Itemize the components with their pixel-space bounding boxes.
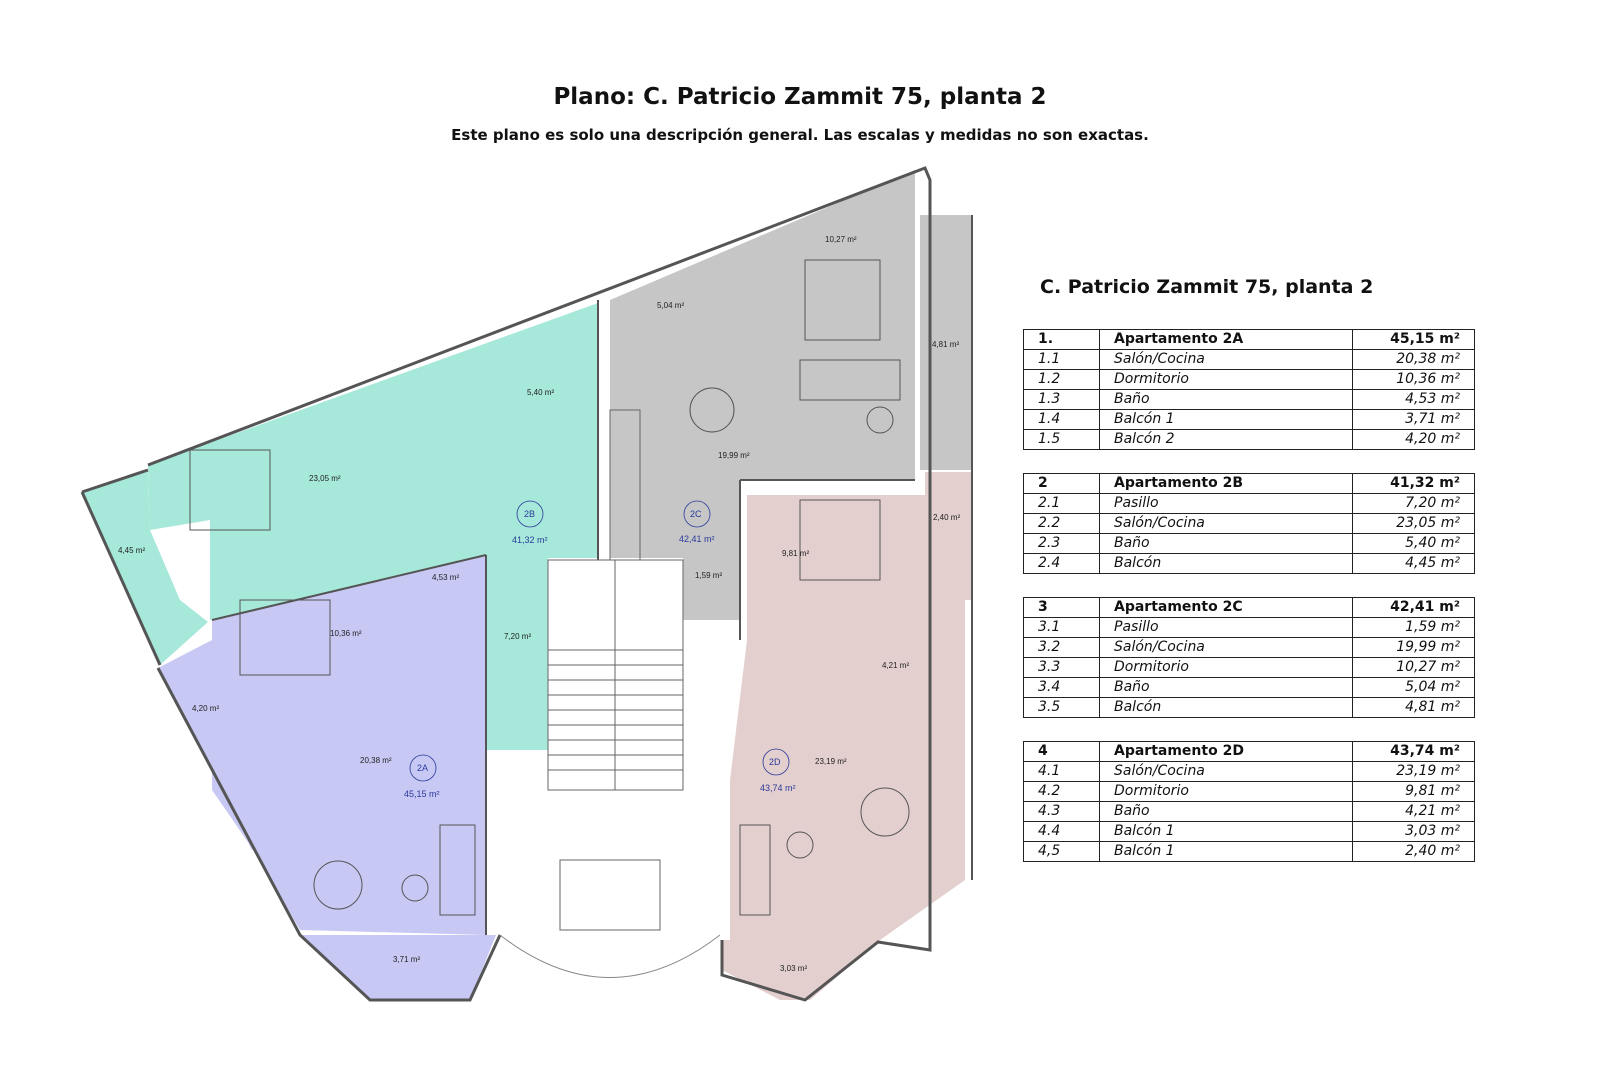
floor-plan: 10,27 m² 5,04 m² 4,81 m² 5,40 m² 19,99 m… [80,166,973,1002]
area-label-2d-bedroom: 9,81 m² [782,549,809,558]
sofa-2c [799,359,901,401]
table-row: 4.4 Balcón 1 3,03 m² [1023,821,1475,842]
apt-2c-area [610,170,915,620]
table-2d [860,787,910,837]
table-apartment-2a: 1. Apartamento 2A 45,15 m² 1.1 Salón/Coc… [1023,329,1475,450]
plan-title: Plano: C. Patricio Zammit 75, planta 2 [553,84,1047,110]
area-label-2b-hall: 7,20 m² [504,632,531,641]
apt-2a-balcony-1 [302,935,496,1000]
table-row: 2 Apartamento 2B 41,32 m² [1023,473,1475,494]
apt-2b-balcony [82,470,208,665]
walls [80,166,973,1002]
table-row: 1.3 Baño 4,53 m² [1023,389,1475,410]
apt-2b-area [148,303,598,750]
table-row: 1.1 Salón/Cocina 20,38 m² [1023,349,1475,370]
plan-subtitle: Este plano es solo una descripción gener… [451,126,1149,144]
bed-2a [239,599,331,676]
area-label-2b-living: 23,05 m² [309,474,341,483]
apt-total-2d: 43,74 m² [760,783,796,793]
apt-code-2a: 2A [417,763,428,773]
table-row: 1.5 Balcón 2 4,20 m² [1023,429,1475,450]
table-row: 4.1 Salón/Cocina 23,19 m² [1023,761,1475,782]
apt-total-2b: 41,32 m² [512,535,548,545]
table-row: 4.3 Baño 4,21 m² [1023,801,1475,822]
table-2c [689,387,735,433]
table-row: 4 Apartamento 2D 43,74 m² [1023,741,1475,762]
table-row: 1.4 Balcón 1 3,71 m² [1023,409,1475,430]
apt-2d-area [730,495,965,940]
apt-2a-balcony-2 [158,640,288,850]
table-row: 4,5 Balcón 1 2,40 m² [1023,841,1475,862]
area-label-2a-bath: 4,53 m² [432,573,459,582]
area-label-2d-balcony-2: 2,40 m² [933,513,960,522]
table-row: 3.4 Baño 5,04 m² [1023,677,1475,698]
area-label-2a-living: 20,38 m² [360,756,392,765]
area-label-2a-bedroom: 10,36 m² [330,629,362,638]
table-apartment-2b: 2 Apartamento 2B 41,32 m² 2.1 Pasillo 7,… [1023,473,1475,574]
table-2a [313,860,363,910]
table-row: 3.3 Dormitorio 10,27 m² [1023,657,1475,678]
staircase [499,409,721,978]
area-label-2b-balcony: 4,45 m² [118,546,145,555]
apt-2d-balcony-1 [722,940,880,1000]
bed-2b [189,449,271,531]
apt-total-2a: 45,15 m² [404,789,440,799]
area-label-2b-bath: 5,40 m² [527,388,554,397]
table-title: C. Patricio Zammit 75, planta 2 [1040,276,1374,298]
apt-2c-balcony [920,215,972,470]
apt-2d-balcony-2 [925,472,972,600]
area-labels: 10,27 m² 5,04 m² 4,81 m² 5,40 m² 19,99 m… [118,235,960,973]
table-row: 3.5 Balcón 4,81 m² [1023,697,1475,718]
apt-code-2d: 2D [769,757,781,767]
area-label-2c-hall: 1,59 m² [695,571,722,580]
sofa-2d [739,824,771,916]
table-row: 2.4 Balcón 4,45 m² [1023,553,1475,574]
apt-code-2c: 2C [690,509,702,519]
table-apartment-2c: 3 Apartamento 2C 42,41 m² 3.1 Pasillo 1,… [1023,597,1475,718]
table-row: 1. Apartamento 2A 45,15 m² [1023,329,1475,350]
sofa-2a [439,824,476,916]
table-row: 2.1 Pasillo 7,20 m² [1023,493,1475,514]
apt-total-2c: 42,41 m² [679,534,715,544]
table-row: 3 Apartamento 2C 42,41 m² [1023,597,1475,618]
bed-2d [799,499,881,581]
apt-code-2b: 2B [524,509,535,519]
table-row: 2.3 Baño 5,40 m² [1023,533,1475,554]
area-label-2c-bedroom: 10,27 m² [825,235,857,244]
table-row: 4.2 Dormitorio 9,81 m² [1023,781,1475,802]
table-apartment-2d: 4 Apartamento 2D 43,74 m² 4.1 Salón/Coci… [1023,741,1475,862]
table-row: 1.2 Dormitorio 10,36 m² [1023,369,1475,390]
area-label-2c-balcony: 4,81 m² [932,340,959,349]
table-row: 3.2 Salón/Cocina 19,99 m² [1023,637,1475,658]
area-label-2d-living: 23,19 m² [815,757,847,766]
area-label-2c-living: 19,99 m² [718,451,750,460]
table-row: 3.1 Pasillo 1,59 m² [1023,617,1475,638]
area-label-2a-balcony-2: 4,20 m² [192,704,219,713]
area-label-2d-bath: 4,21 m² [882,661,909,670]
area-label-2d-balcony-1: 3,03 m² [780,964,807,973]
area-label-2c-bath: 5,04 m² [657,301,684,310]
area-label-2a-balcony-1: 3,71 m² [393,955,420,964]
bed-2c [804,259,881,341]
table-row: 2.2 Salón/Cocina 23,05 m² [1023,513,1475,534]
furniture [189,259,910,916]
